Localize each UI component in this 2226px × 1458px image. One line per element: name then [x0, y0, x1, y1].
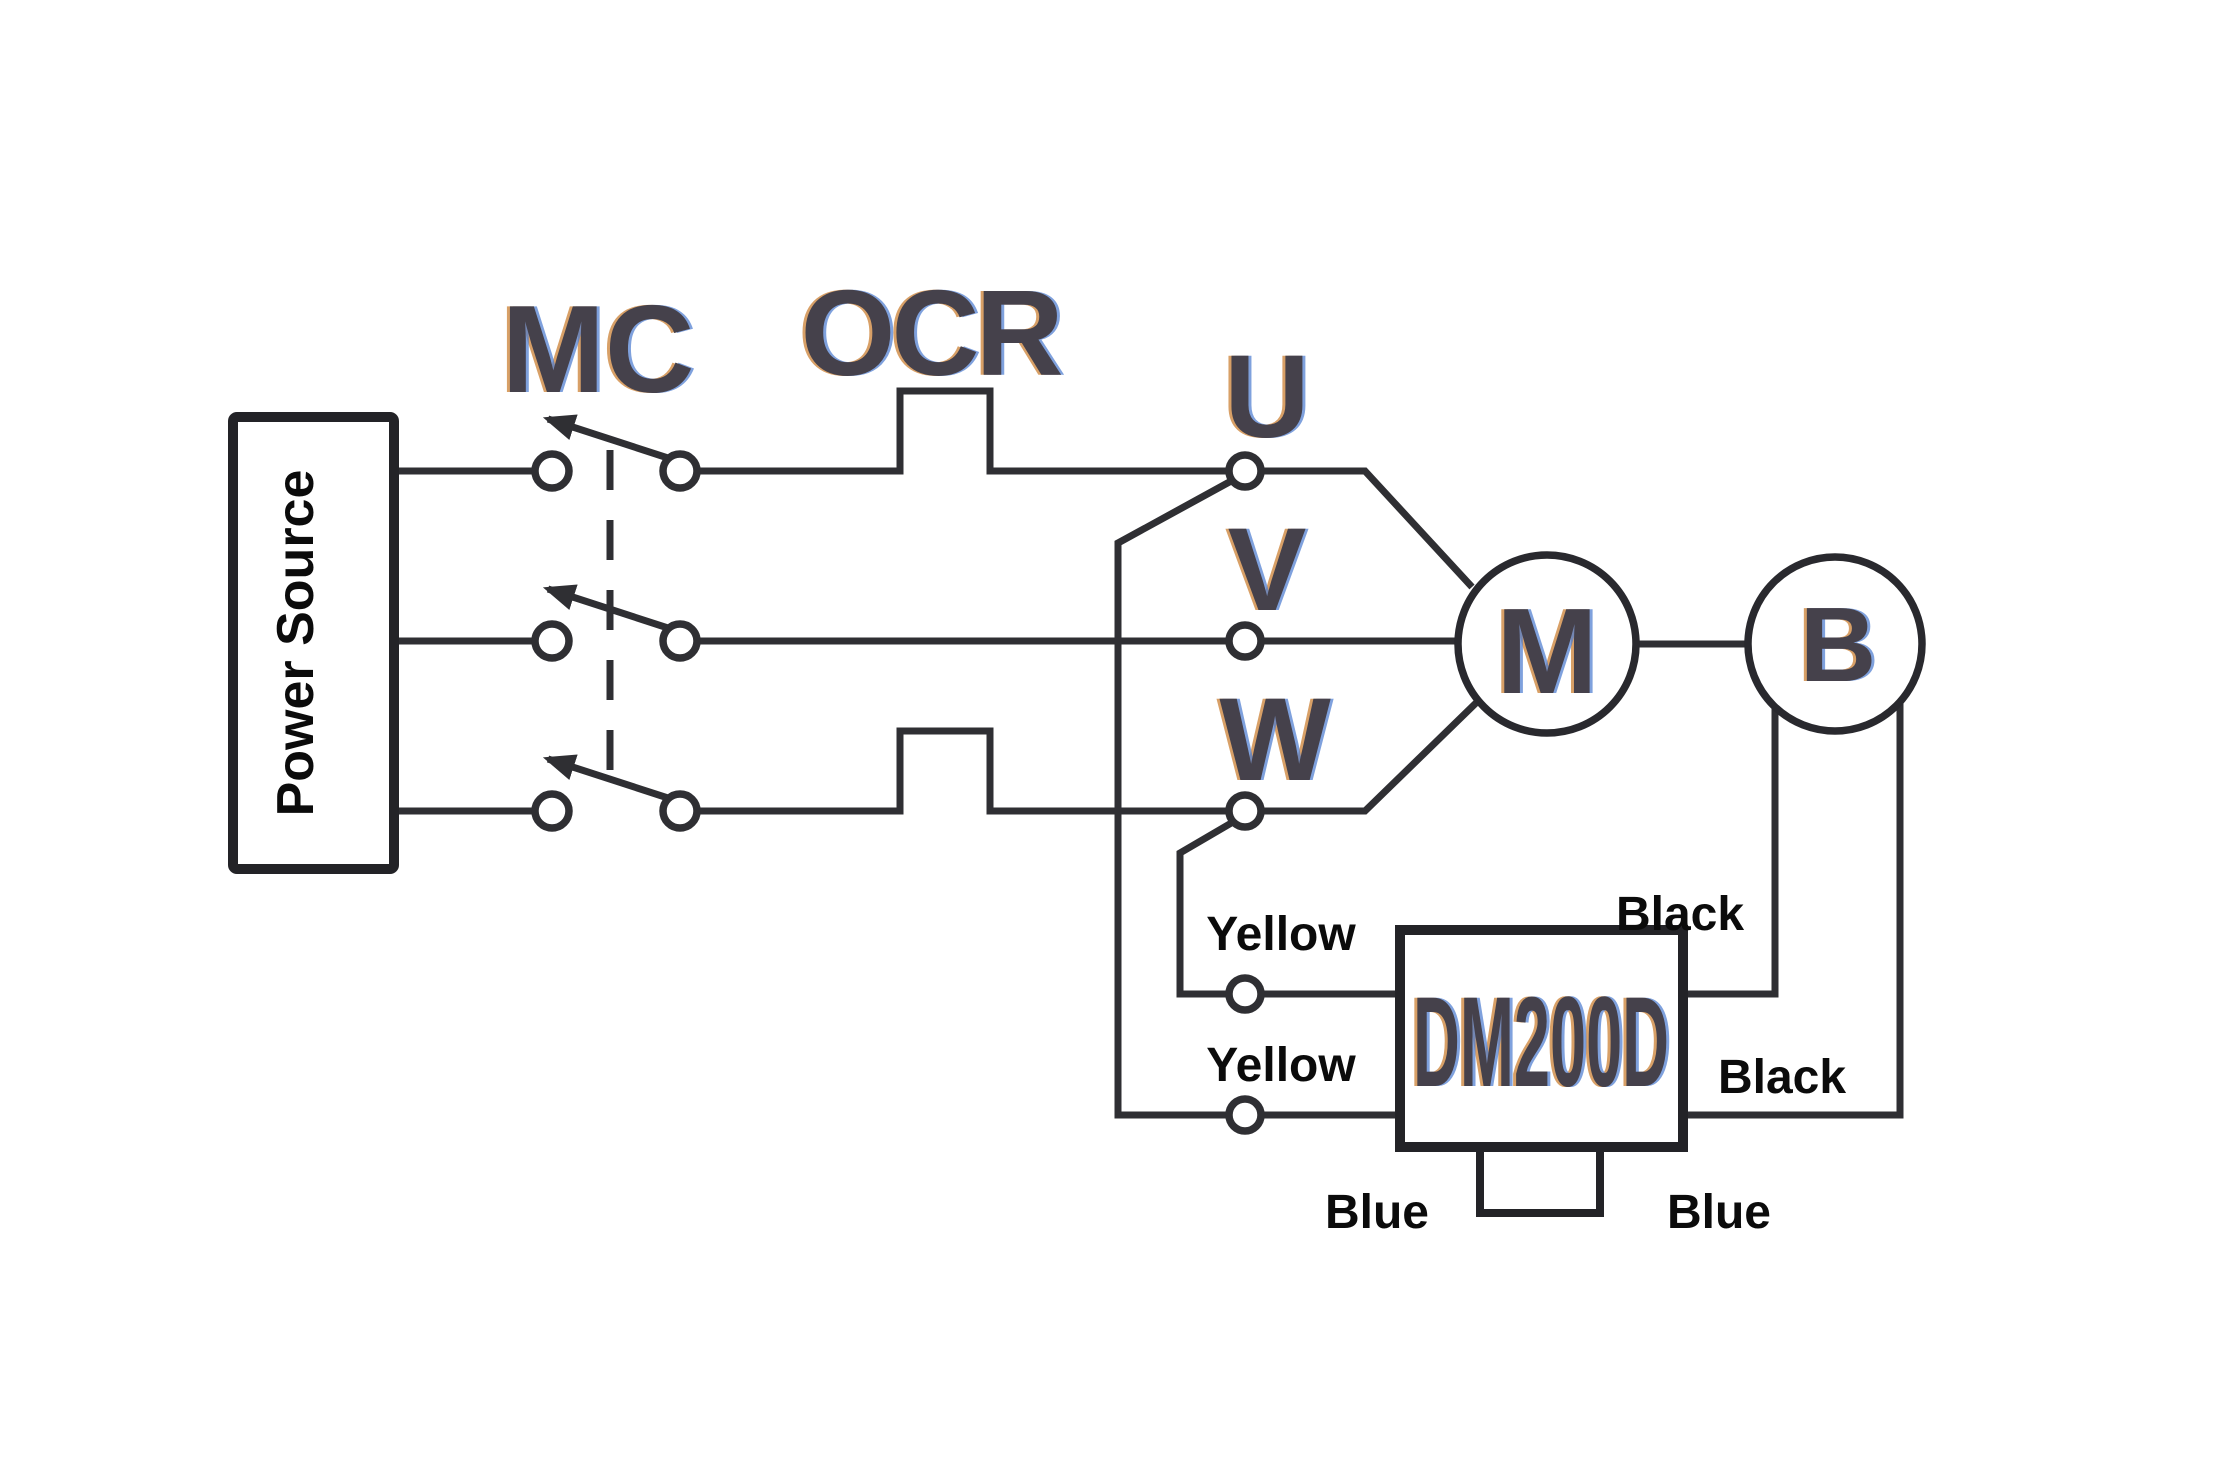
mc-lever-1 — [542, 414, 670, 462]
wire-label-blue-right: Blue — [1667, 1186, 1771, 1239]
brake-wires — [1636, 640, 1904, 1119]
mc-contact-left-1 — [531, 450, 573, 492]
wire-label-black-bottom: Black — [1718, 1051, 1846, 1104]
wire-label-blue-left: Blue — [1325, 1186, 1429, 1239]
mc-lever-3 — [542, 754, 670, 802]
terminal-circle-v — [1225, 621, 1265, 661]
power-source-label: Power Source — [267, 470, 325, 817]
terminal-v-label: V — [1228, 504, 1307, 636]
ocr-label: OCR — [800, 265, 1061, 401]
mc-contact-right-3 — [659, 790, 701, 832]
mc-contact-right-1 — [659, 450, 701, 492]
rectifier-label: DM200D — [1413, 971, 1669, 1114]
terminal-circle-yellow-top — [1225, 974, 1265, 1014]
mc-contact-left-2 — [531, 620, 573, 662]
mc-label: MC — [502, 281, 695, 419]
motor-circle — [1454, 551, 1640, 737]
mc-contact-right-2 — [659, 620, 701, 662]
wire-label-yellow-bottom: Yellow — [1206, 1039, 1356, 1092]
wire-phase3-ocr-to-motor — [694, 699, 1480, 815]
wire-label-black-top: Black — [1616, 888, 1744, 941]
rectifier-output-tab — [1476, 1147, 1604, 1217]
terminal-circle-u — [1225, 451, 1265, 491]
brake-label: B — [1800, 586, 1877, 704]
wire-yellow-top-branch — [1176, 818, 1400, 998]
terminal-u-label: U — [1224, 331, 1309, 463]
power-source-box — [228, 412, 399, 874]
rectifier-box — [1395, 925, 1688, 1152]
mc-contact-left-3 — [531, 790, 573, 832]
wire-black-bottom-branch — [1683, 700, 1904, 1119]
wire-phase1-ocr-to-motor — [694, 387, 1475, 590]
terminal-w-label: W — [1219, 674, 1331, 806]
motor-label: M — [1496, 583, 1598, 719]
terminal-circle-yellow-bottom — [1225, 1095, 1265, 1135]
wire-label-yellow-top: Yellow — [1206, 908, 1356, 961]
mc-contactor — [531, 414, 701, 832]
supply-wires — [394, 387, 1480, 815]
wire-black-top-branch — [1683, 705, 1779, 998]
brake-circle — [1744, 553, 1926, 735]
terminal-circle-w — [1225, 791, 1265, 831]
